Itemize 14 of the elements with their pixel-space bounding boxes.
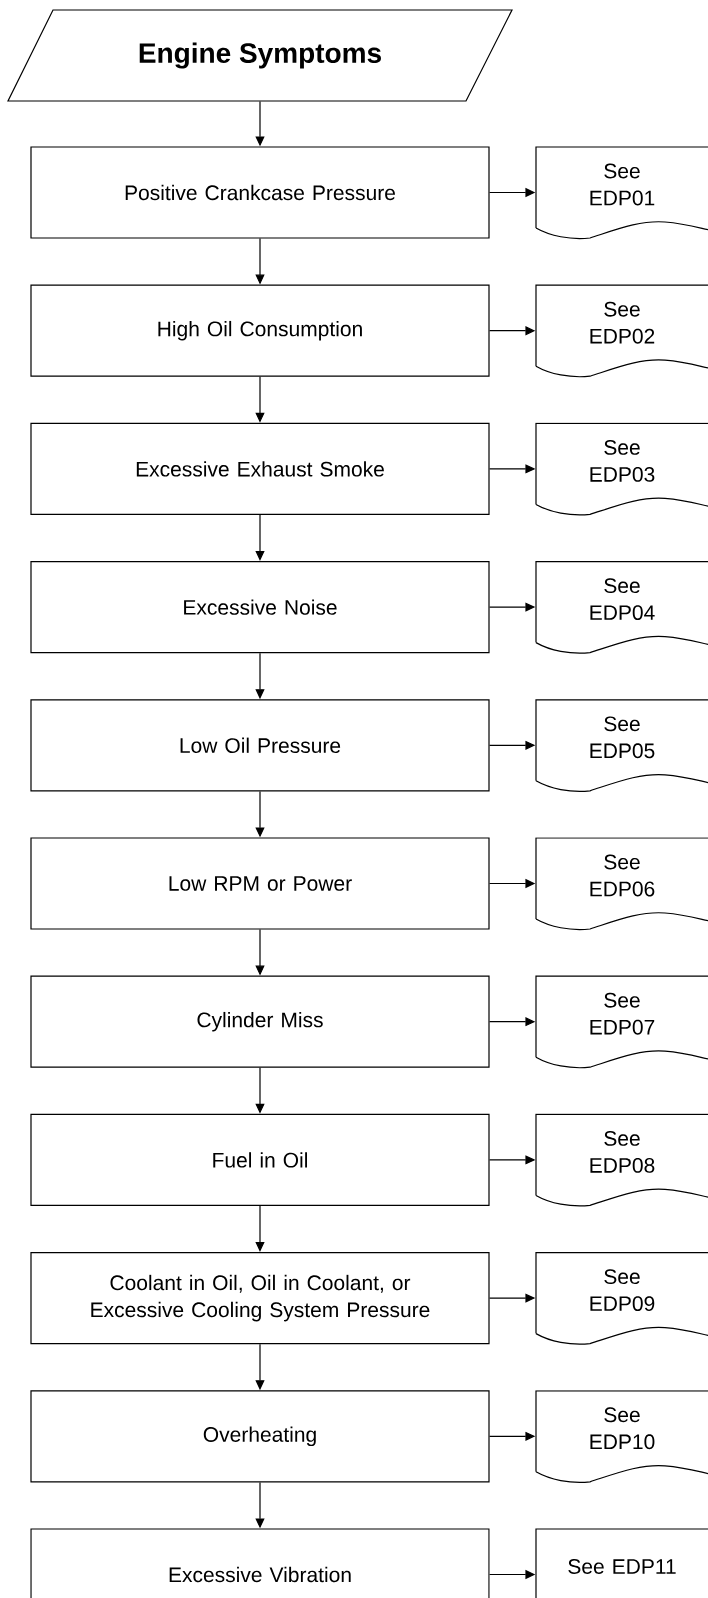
process-box: Excessive Vibration bbox=[30, 1528, 490, 1598]
arrow bbox=[255, 1205, 265, 1252]
process-box: Cylinder Miss bbox=[30, 975, 490, 1068]
process-box: Positive Crankcase Pressure bbox=[30, 146, 490, 239]
process-box: High Oil Consumption bbox=[30, 284, 490, 377]
process-box: Low RPM or Power bbox=[30, 837, 490, 930]
process-box: Overheating bbox=[30, 1390, 490, 1483]
title-parallelogram: Engine Symptoms bbox=[7, 9, 513, 102]
process-box: Excessive Noise bbox=[30, 561, 490, 654]
process-box: Fuel in Oil bbox=[30, 1113, 490, 1206]
process-box: Excessive Exhaust Smoke bbox=[30, 422, 490, 515]
process-box: Low Oil Pressure bbox=[30, 699, 490, 792]
process-box: Coolant in Oil, Oil in Coolant, or Excessive Cooling System Pressure bbox=[30, 1252, 490, 1345]
arrow bbox=[255, 514, 265, 561]
